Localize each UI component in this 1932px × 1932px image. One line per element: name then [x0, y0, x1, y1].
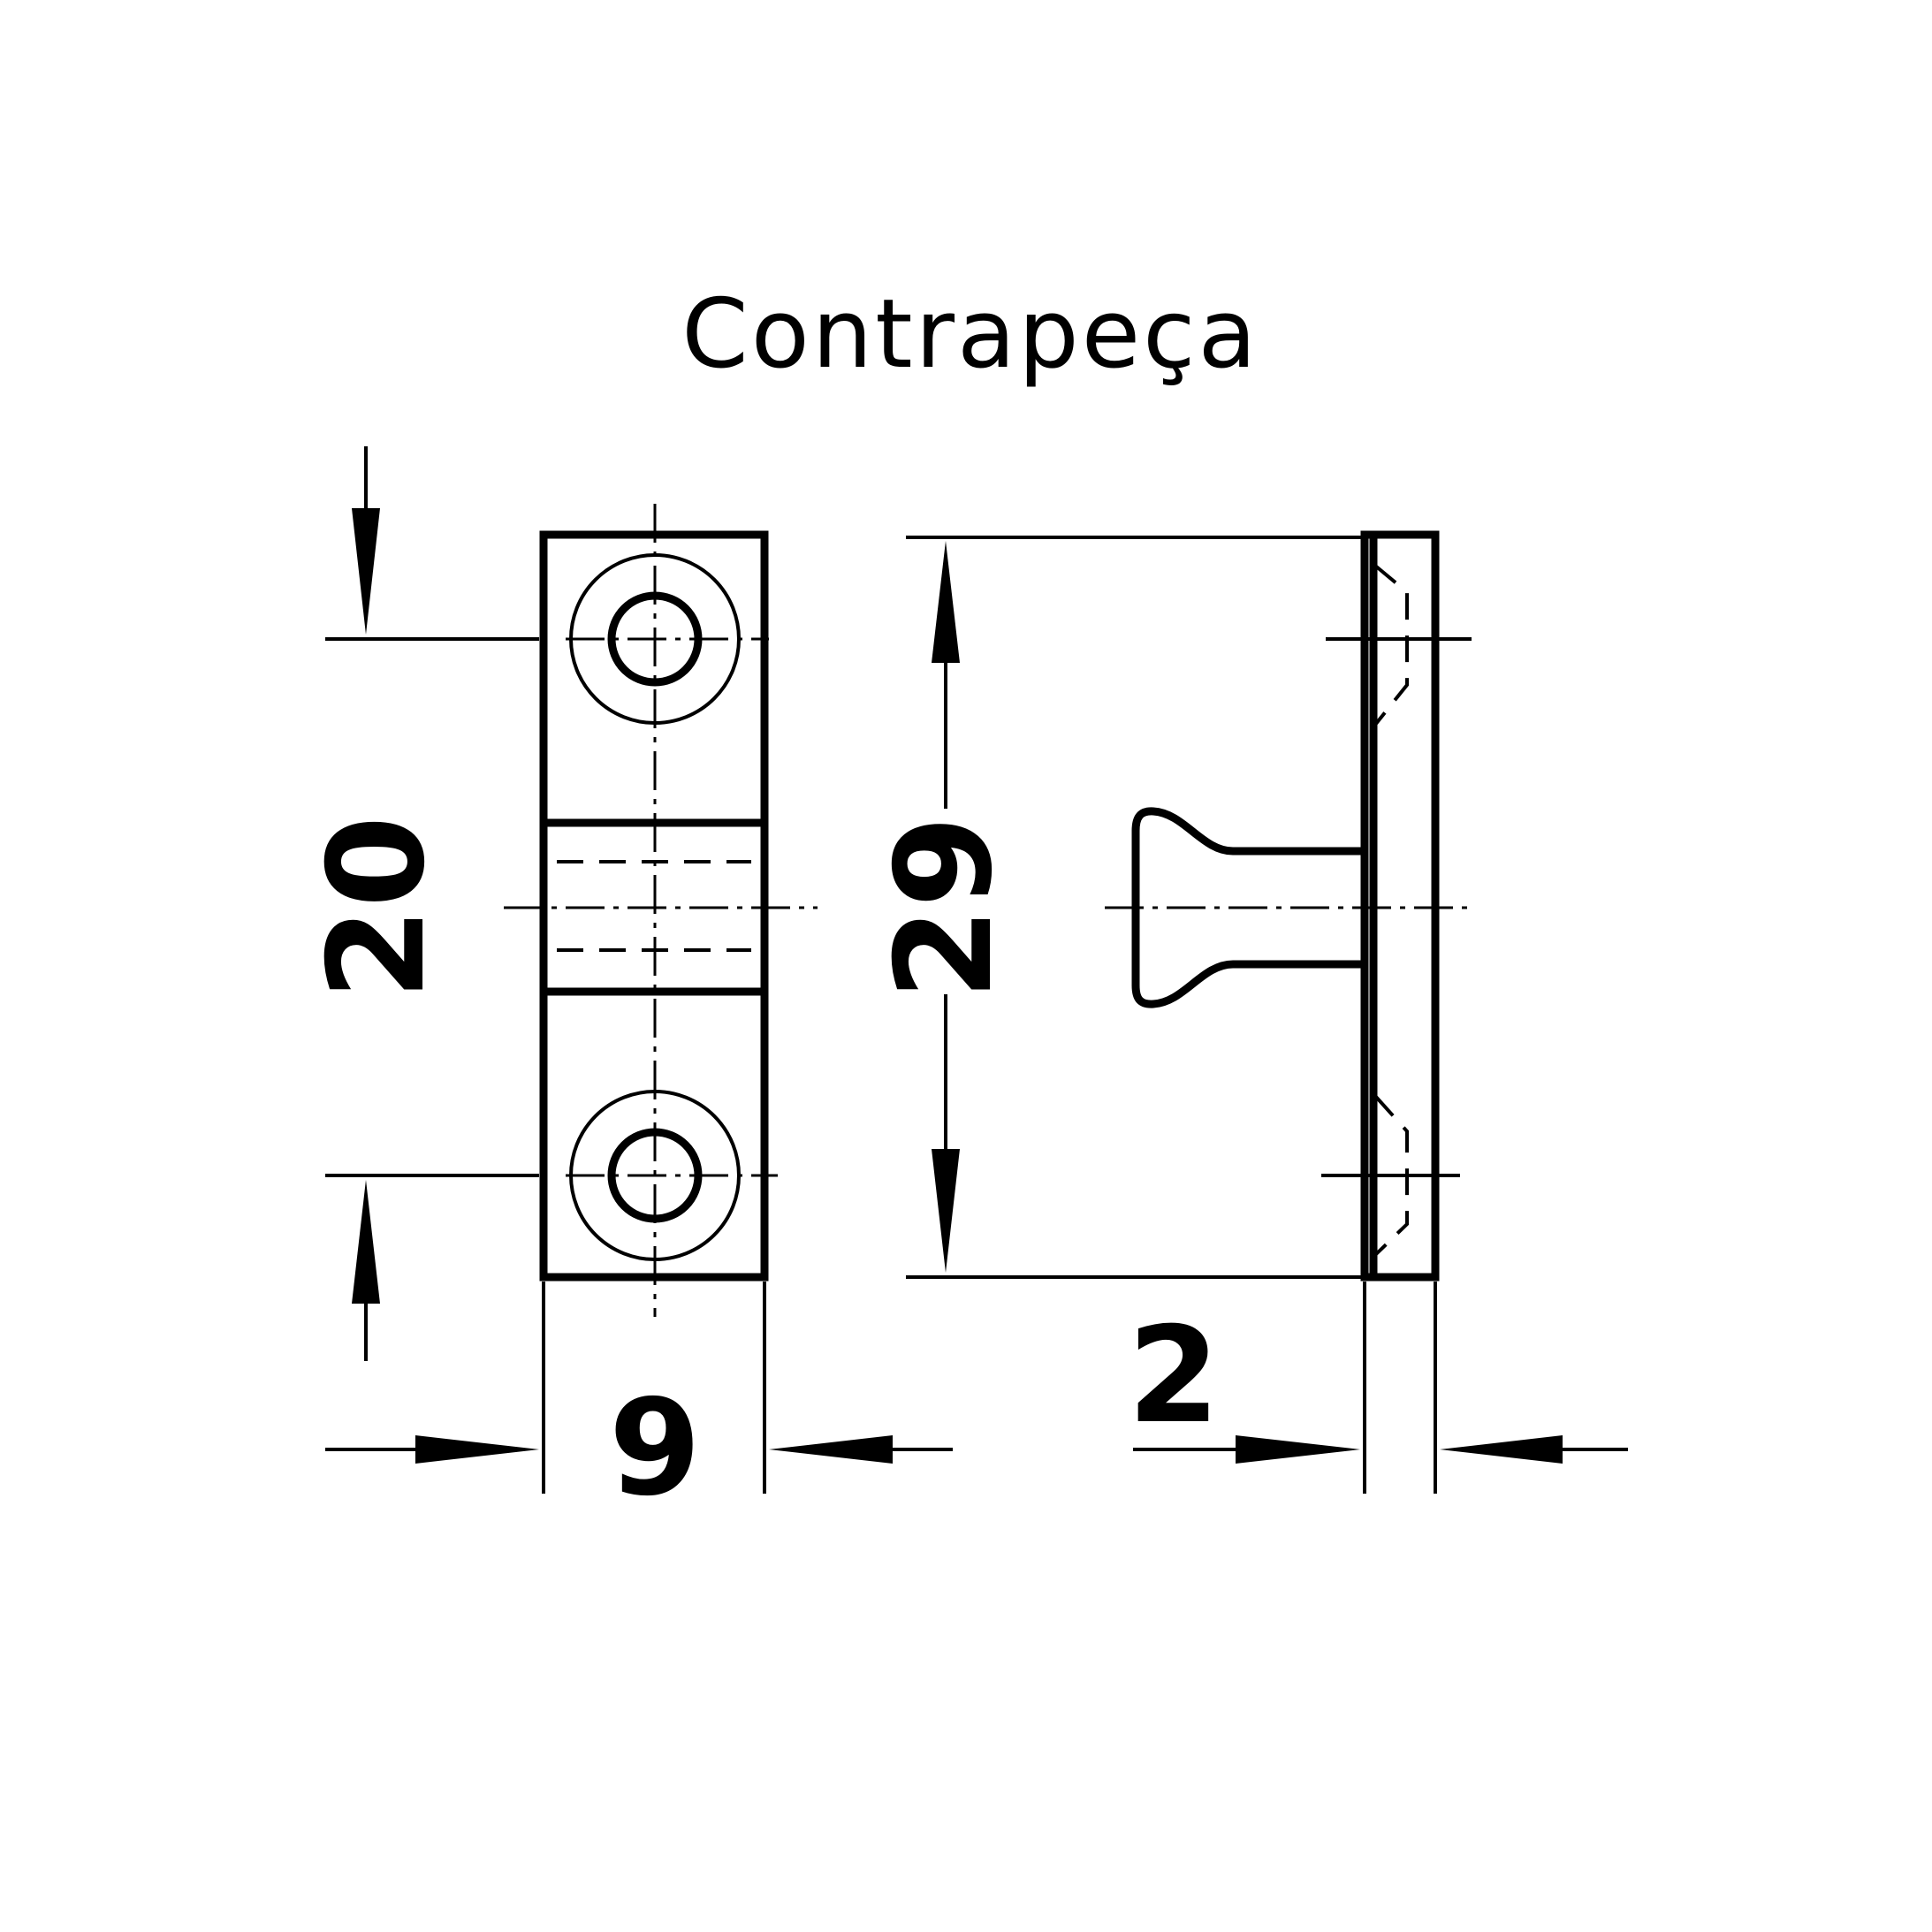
dimension-height: 29 — [868, 536, 1361, 1279]
dimension-thickness: 2 — [1128, 1282, 1628, 1494]
dimension-label-thickness: 2 — [1128, 1299, 1220, 1453]
side-view-plate — [1360, 530, 1440, 1282]
dimension-label-width: 9 — [609, 1372, 701, 1525]
front-view — [504, 504, 818, 1317]
drawing-title: Contrapeça — [681, 279, 1259, 390]
dimension-hole-spacing: 20 — [300, 446, 539, 1361]
dimension-label-height: 29 — [868, 816, 1022, 1000]
side-view — [1105, 530, 1472, 1282]
dimension-width: 9 — [325, 1282, 953, 1525]
dimension-label-hole-spacing: 20 — [300, 816, 454, 1000]
